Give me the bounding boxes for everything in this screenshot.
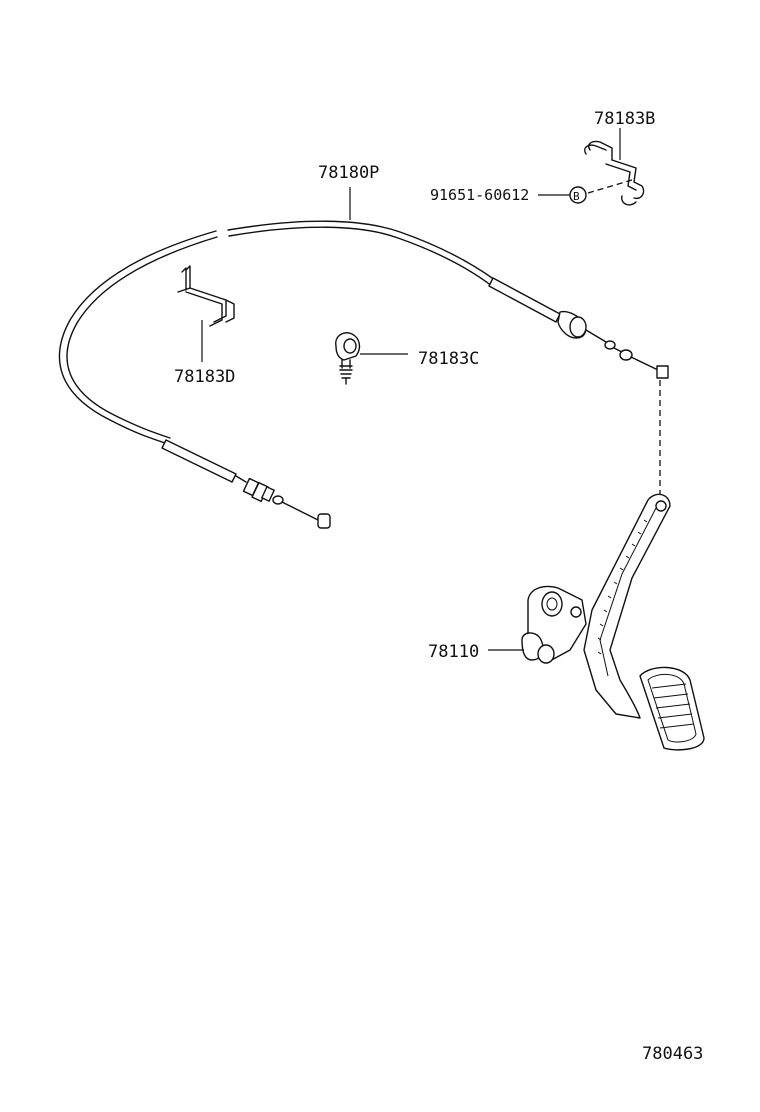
clamp-78183C	[335, 332, 361, 385]
label-78183C: 78183C	[418, 349, 479, 369]
label-78183B: 78183B	[594, 109, 655, 129]
bolt-marker-b: B	[573, 190, 580, 203]
label-91651-60612: 91651-60612	[430, 186, 529, 204]
bolt-marker-circle	[569, 186, 587, 204]
diagram-number: 780463	[642, 1044, 703, 1064]
accelerator-pedal	[521, 493, 705, 751]
label-78180P: 78180P	[318, 163, 379, 183]
label-78110: 78110	[428, 642, 479, 662]
label-78183D: 78183D	[174, 367, 235, 387]
bracket-78183D	[177, 265, 235, 327]
accelerator-cable	[58, 220, 669, 529]
bracket-78183B	[584, 140, 645, 206]
